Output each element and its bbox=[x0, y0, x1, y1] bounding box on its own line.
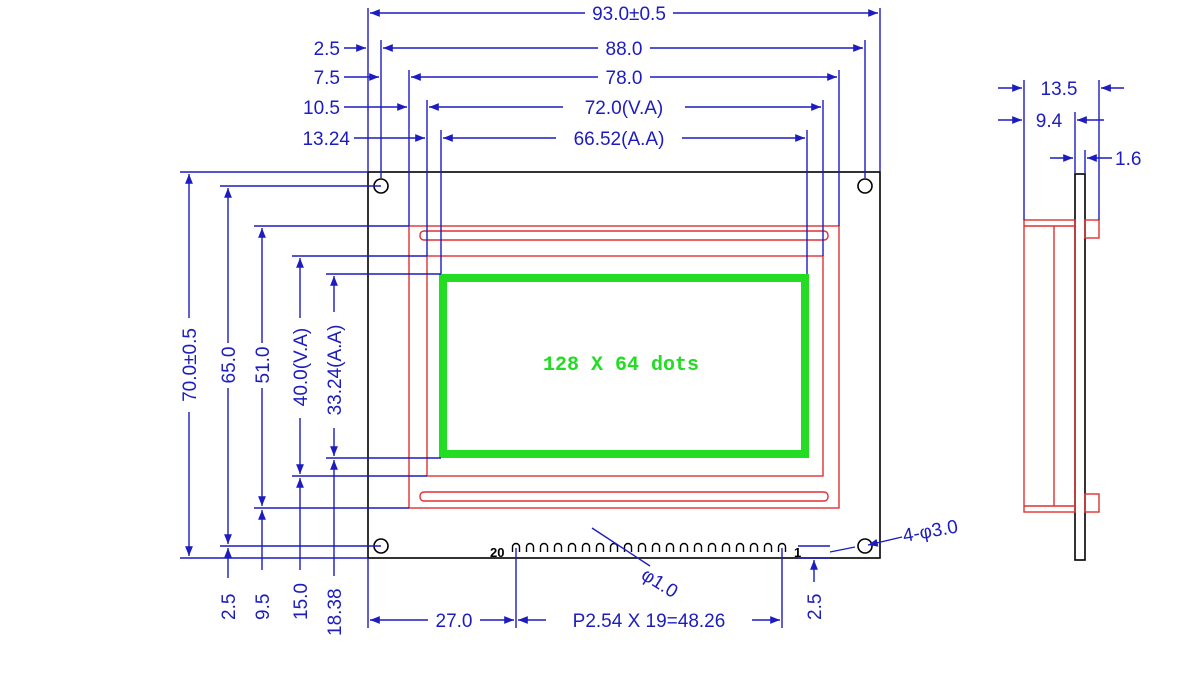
active-area bbox=[439, 274, 809, 458]
bottom-offset-hole-label: 2.5 bbox=[219, 594, 240, 620]
pin-hole bbox=[539, 542, 549, 552]
pin-header bbox=[511, 542, 787, 552]
side-module-body bbox=[1023, 219, 1076, 513]
bottom-offsets: 2.5 9.5 15.0 18.38 bbox=[219, 460, 346, 636]
pin-hole bbox=[595, 542, 605, 552]
view-area-outline bbox=[426, 255, 824, 477]
side-module-thickness-label: 9.4 bbox=[1036, 111, 1063, 132]
pin-hole bbox=[707, 542, 717, 552]
offset-active-area-label: 13.24 bbox=[302, 129, 350, 150]
pin-hole bbox=[511, 542, 521, 552]
pin-first-label: 20 bbox=[490, 545, 504, 560]
pin-hole bbox=[651, 542, 661, 552]
pin-hole bbox=[763, 542, 773, 552]
height-hole-pitch-label: 65.0 bbox=[219, 347, 240, 384]
mount-hole-bottom-right bbox=[857, 538, 873, 554]
pin-hole bbox=[749, 542, 759, 552]
height-outline-label: 70.0±0.5 bbox=[180, 328, 201, 402]
offset-hole-label: 2.5 bbox=[314, 39, 340, 60]
width-view-area-label: 72.0(V.A) bbox=[585, 98, 664, 119]
offset-bezel-label: 7.5 bbox=[314, 68, 340, 89]
pin-hole bbox=[581, 542, 591, 552]
pin-hole bbox=[609, 542, 619, 552]
width-bezel-label: 78.0 bbox=[606, 68, 643, 89]
side-view: 13.5 9.4 1.6 bbox=[998, 79, 1141, 561]
pin-hole bbox=[693, 542, 703, 552]
width-active-area-label: 66.52(A.A) bbox=[574, 129, 665, 150]
height-view-area-label: 40.0(V.A) bbox=[291, 328, 312, 407]
pin-hole bbox=[567, 542, 577, 552]
bezel bbox=[408, 225, 840, 509]
pin-last-label: 1 bbox=[794, 545, 801, 560]
pin-start-offset-label: 27.0 bbox=[436, 611, 473, 632]
bottom-offset-active-area-label: 18.38 bbox=[325, 588, 346, 636]
bottom-dimensions: 27.0 P2.54 X 19=48.26 2.5 φ1.0 4-φ3.0 bbox=[367, 517, 960, 632]
pin-hole bbox=[665, 542, 675, 552]
pin-row-offset-label: 2.5 bbox=[805, 594, 826, 620]
side-tab-bottom bbox=[1084, 493, 1100, 513]
pin-pitch-span-label: P2.54 X 19=48.26 bbox=[573, 611, 726, 632]
left-dimensions: 70.0±0.5 65.0 51.0 40.0(V.A) 33.24(A.A) bbox=[180, 171, 441, 559]
width-outline-label: 93.0±0.5 bbox=[592, 4, 666, 25]
pin-hole bbox=[735, 542, 745, 552]
top-dimensions: 93.0±0.5 88.0 78.0 72.0(V.A) 66.52(A.A) … bbox=[302, 4, 881, 274]
pin-hole bbox=[721, 542, 731, 552]
bottom-offset-bezel-label: 9.5 bbox=[253, 594, 274, 620]
offset-view-area-label: 10.5 bbox=[303, 98, 340, 119]
display-resolution-label: 128 X 64 dots bbox=[543, 354, 699, 377]
mount-hole-top-right bbox=[857, 178, 873, 194]
pin-hole-diameter-label: φ1.0 bbox=[637, 564, 681, 602]
side-total-thickness-label: 13.5 bbox=[1041, 79, 1078, 100]
width-hole-pitch-label: 88.0 bbox=[606, 39, 643, 60]
mount-hole-diameter-label: 4-φ3.0 bbox=[901, 517, 959, 547]
pin-hole bbox=[553, 542, 563, 552]
side-tab-top bbox=[1084, 219, 1100, 239]
front-view: 128 X 64 dots 20 1 93.0±0.5 88.0 bbox=[180, 4, 960, 636]
pin-hole bbox=[637, 542, 647, 552]
pcb-outline bbox=[367, 171, 881, 559]
pin-hole bbox=[777, 542, 787, 552]
pin-hole bbox=[525, 542, 535, 552]
side-pcb bbox=[1074, 173, 1086, 561]
height-bezel-label: 51.0 bbox=[253, 347, 274, 384]
pin-hole bbox=[679, 542, 689, 552]
side-pcb-thickness-label: 1.6 bbox=[1115, 149, 1141, 170]
height-active-area-label: 33.24(A.A) bbox=[325, 325, 346, 416]
pin-hole bbox=[623, 542, 633, 552]
bottom-offset-view-area-label: 15.0 bbox=[291, 583, 312, 620]
